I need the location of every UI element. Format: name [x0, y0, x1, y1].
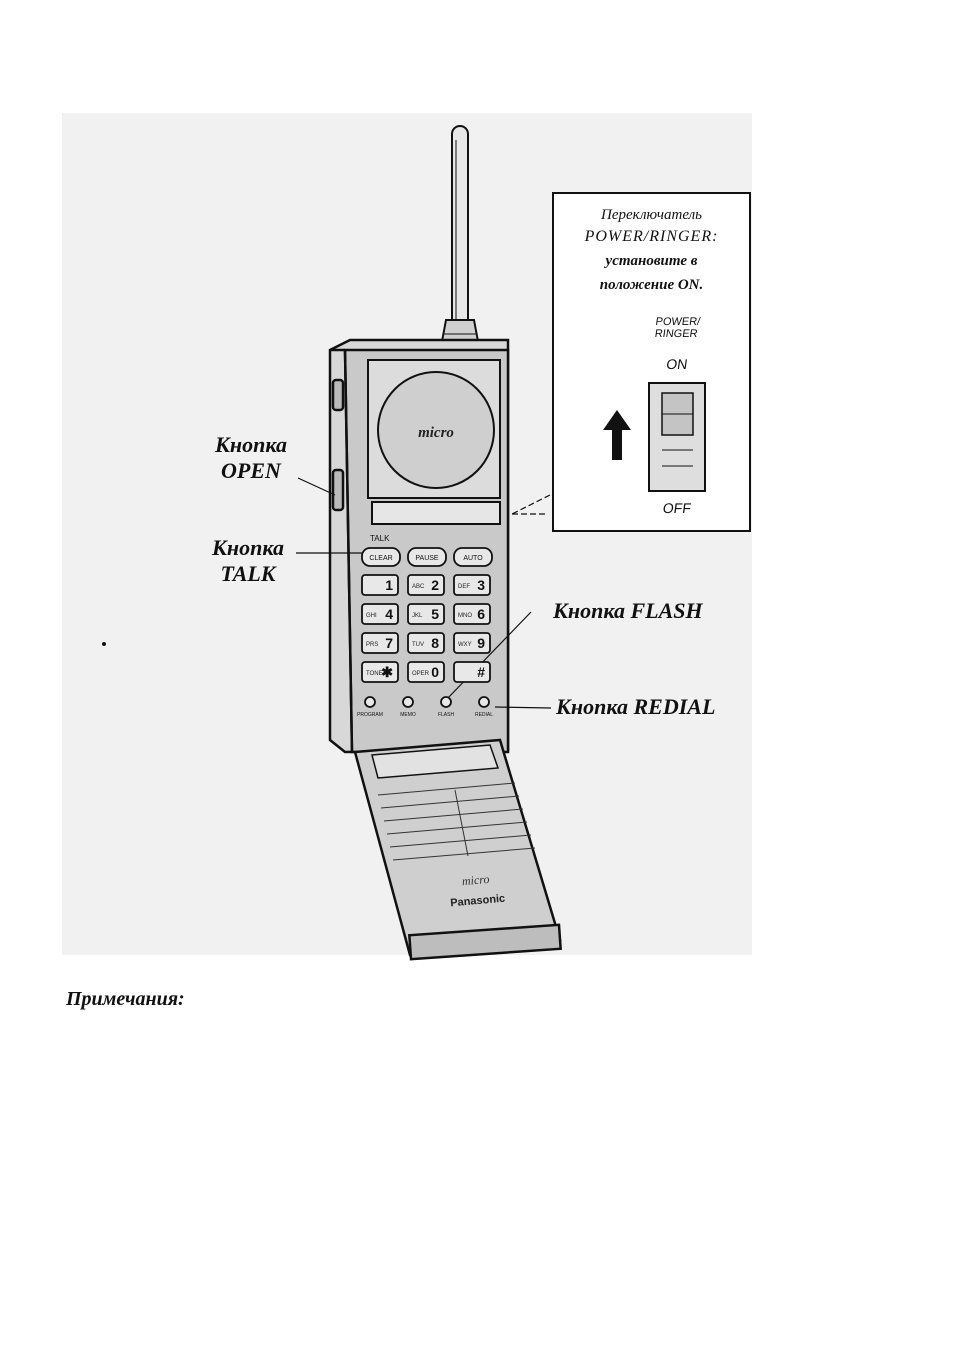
scan-speck	[102, 642, 106, 646]
keypad-key-digit: 8	[431, 635, 439, 651]
switch-label-line2: RINGER	[641, 328, 711, 340]
keypad-key-digit: 6	[477, 606, 485, 622]
svg-text:micro: micro	[461, 872, 490, 888]
switch-label: POWER/ RINGER	[641, 316, 712, 340]
keypad-key-digit: 7	[385, 635, 393, 651]
earpiece: micro	[368, 360, 500, 498]
keypad-key-letters: PRS	[366, 642, 378, 648]
display-window	[372, 502, 500, 524]
keypad-key-letters: DEF	[458, 584, 470, 590]
keypad-key-letters: TUV	[412, 642, 424, 648]
keypad-key-letters: TONE	[366, 671, 383, 677]
keypad-key-digit: 5	[431, 606, 439, 622]
switch-on-label: ON	[654, 358, 700, 370]
bottom-key-label: REDIAL	[475, 712, 493, 718]
keypad-key-digit: #	[477, 664, 485, 680]
switch-label-line1: POWER/	[643, 316, 713, 328]
open-callout-name: OPEN	[196, 458, 306, 484]
talk-callout-name: TALK	[196, 561, 300, 587]
keypad-key-letters: ABC	[412, 584, 425, 590]
keypad-key-digit: 3	[477, 577, 485, 593]
redial-callout: Кнопка REDIAL	[556, 694, 715, 720]
talk-key-label: TALK	[370, 534, 390, 543]
keypad-key-digit: 9	[477, 635, 485, 651]
power-box-line3: установите в	[553, 250, 750, 272]
open-callout: Кнопка OPEN	[196, 432, 306, 484]
talk-callout: Кнопка TALK	[196, 535, 300, 587]
svg-text:micro: micro	[418, 425, 454, 441]
keypad-key-letters: JKL	[412, 613, 423, 619]
switch-off-label: OFF	[654, 502, 700, 514]
bottom-key-redial[interactable]	[479, 697, 489, 707]
flash-callout: Кнопка FLASH	[553, 598, 703, 624]
power-box-line1: Переключатель	[553, 204, 750, 226]
keypad-key-digit: 1	[385, 577, 393, 593]
power-box-line2: POWER/RINGER:	[553, 226, 750, 248]
function-key-label: AUTO	[463, 555, 483, 562]
keypad-key-letters: MNO	[458, 613, 472, 619]
function-key-label: CLEAR	[369, 555, 392, 562]
bottom-key-flash[interactable]	[441, 697, 451, 707]
bottom-key-label: MEMO	[400, 712, 416, 718]
power-box-line4: положение ON.	[553, 274, 750, 296]
bottom-key-label: PROGRAM	[357, 712, 383, 718]
bottom-key-program[interactable]	[365, 697, 375, 707]
keypad-key-letters: WXY	[458, 642, 472, 648]
function-key-label: PAUSE	[415, 555, 439, 562]
open-callout-word: Кнопка	[196, 432, 306, 458]
bottom-key-label: FLASH	[438, 712, 455, 718]
talk-callout-word: Кнопка	[196, 535, 300, 561]
keypad-key-digit: ✱	[381, 664, 393, 680]
notes-title: Примечания:	[66, 988, 185, 1011]
keypad-key-digit: 0	[431, 664, 439, 680]
keypad-key-digit: 2	[431, 577, 439, 593]
bottom-key-memo[interactable]	[403, 697, 413, 707]
keypad-key-letters: GHI	[366, 613, 377, 619]
keypad-key-letters: OPER	[412, 671, 430, 677]
keypad-key-digit: 4	[385, 606, 393, 622]
